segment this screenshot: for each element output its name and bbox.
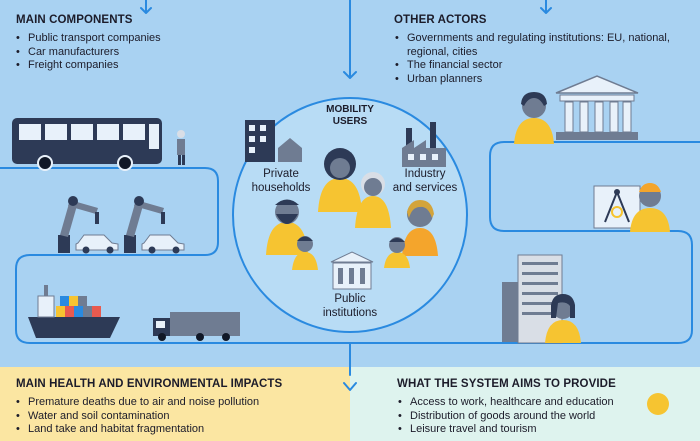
list-item: Water and soil contamination [14, 410, 344, 424]
private-households-label: Private households [236, 167, 326, 195]
sun-icon [647, 393, 669, 415]
list-item: Premature deaths due to air and noise po… [14, 396, 344, 410]
factory-icon [402, 122, 446, 167]
girl-icon [384, 237, 410, 268]
label-line: households [251, 182, 311, 194]
public-institution-icon [330, 251, 374, 290]
woman-official-icon [514, 92, 554, 144]
person-icon [177, 130, 185, 165]
list-item: Access to work, healthcare and education [396, 396, 646, 410]
mobility-users-title-line: MOBILITY [326, 104, 374, 115]
other-actors-list: Governments and regulating institutions:… [393, 32, 693, 86]
robot-arm-icon [58, 196, 165, 253]
apartment-building-icon [245, 120, 302, 162]
label-line: Industry [404, 168, 446, 180]
flow-lines [0, 141, 700, 360]
label-line: institutions [322, 307, 378, 319]
list-item: Car manufacturers [14, 46, 224, 60]
woman-icon [402, 200, 438, 256]
label-line: Public [334, 293, 366, 305]
cargo-ship-icon [28, 285, 120, 338]
health-impacts-list: Premature deaths due to air and noise po… [14, 396, 344, 437]
arrows [140, 0, 552, 391]
system-aims-title: WHAT THE SYSTEM AIMS TO PROVIDE [397, 378, 616, 390]
government-building-icon [555, 75, 639, 140]
mobility-users-title-line: USERS [332, 116, 368, 127]
industry-services-label: Industry and services [380, 167, 470, 195]
label-line: Private [263, 168, 299, 180]
system-aims-list: Access to work, healthcare and education… [396, 396, 646, 437]
list-item: Governments and regulating institutions:… [393, 32, 693, 59]
list-item: Leisure travel and tourism [396, 423, 646, 437]
elderly-man-icon [355, 172, 391, 228]
child-icon [292, 236, 318, 270]
other-actors-title: OTHER ACTORS [394, 14, 487, 26]
car-icon [75, 234, 185, 254]
urban-planner-icon [630, 183, 670, 232]
public-institutions-label: Public institutions [305, 292, 395, 320]
health-impacts-title: MAIN HEALTH AND ENVIRONMENTAL IMPACTS [16, 378, 283, 390]
list-item: The financial sector [393, 59, 693, 73]
truck-icon [153, 312, 240, 341]
mobility-users-title: MOBILITY USERS [310, 104, 390, 128]
list-item: Freight companies [14, 59, 224, 73]
main-components-list: Public transport companies Car manufactu… [14, 32, 224, 73]
list-item: Distribution of goods around the world [396, 410, 646, 424]
women-icon [318, 148, 362, 212]
bus-icon [12, 118, 162, 171]
list-item: Land take and habitat fragmentation [14, 423, 344, 437]
businesswoman-icon [545, 294, 581, 343]
list-item: Public transport companies [14, 32, 224, 46]
list-item: Urban planners [393, 73, 693, 87]
main-components-title: MAIN COMPONENTS [16, 14, 133, 26]
label-line: and services [392, 182, 458, 194]
